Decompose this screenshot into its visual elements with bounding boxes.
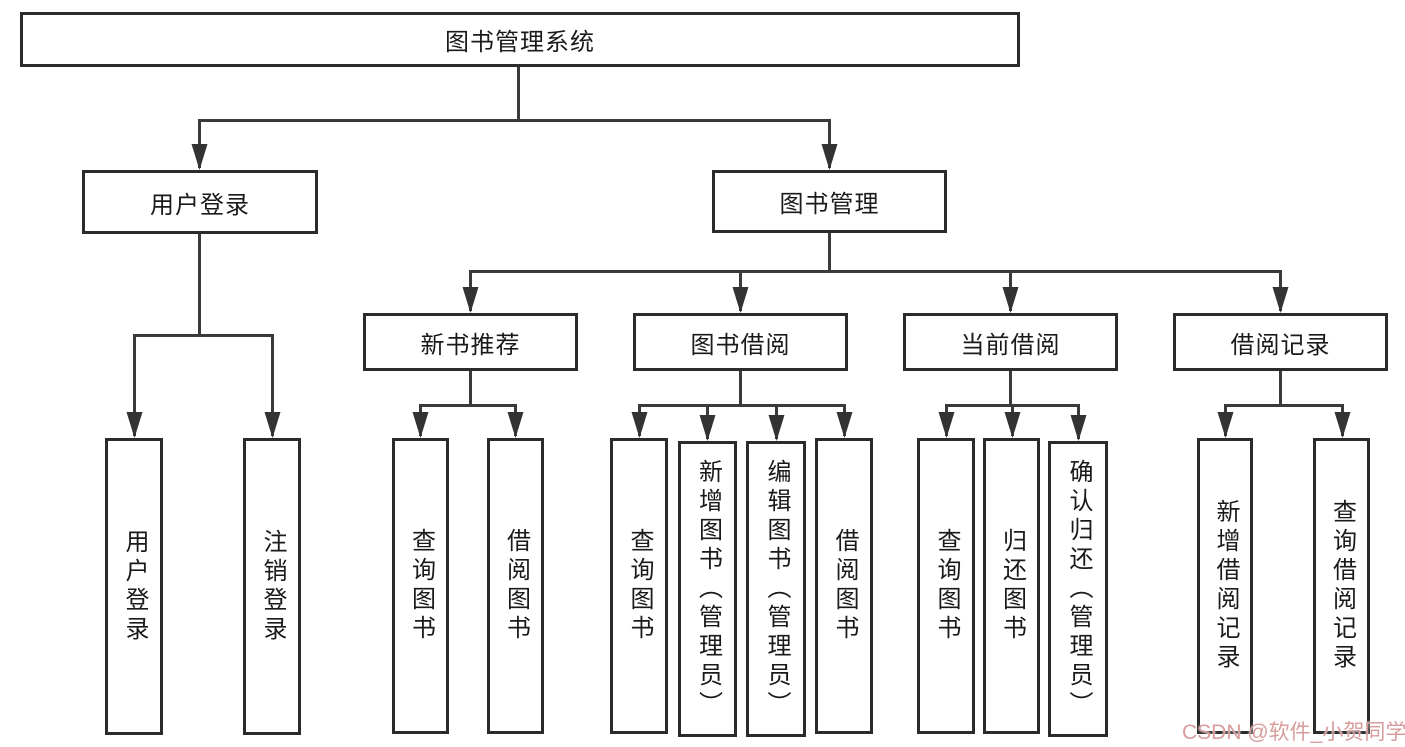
node-leaf-br-query-record-label: 查询借阅记录 [1328, 499, 1356, 673]
arrow-down-bb-add [699, 415, 716, 441]
node-borrow-records-label: 借阅记录 [1230, 331, 1331, 359]
arrow-down-book-management [821, 144, 838, 170]
node-book-management-label: 图书管理 [779, 191, 880, 218]
arrow-down-cb-return [1004, 412, 1021, 438]
arrow-down-borrow-records [1272, 287, 1289, 313]
node-leaf-bb-borrow-books-label: 借阅图书 [831, 528, 858, 644]
node-user-login: 用户登录 [82, 170, 318, 234]
node-leaf-logout: 注销登录 [243, 438, 301, 735]
arrow-down-current-borrow [1002, 287, 1019, 313]
node-book-borrow: 图书借阅 [633, 313, 848, 371]
node-user-login-label: 用户登录 [150, 191, 250, 219]
node-leaf-nbr-query-books-label: 查询图书 [407, 528, 435, 644]
node-leaf-br-add-record-label: 新增借阅记录 [1212, 499, 1239, 673]
node-leaf-bb-add-books-admin-label: 新增图书（管理员） [694, 458, 722, 720]
node-book-borrow-label: 图书借阅 [690, 331, 791, 359]
arrow-down-user-login [191, 144, 208, 170]
arrow-down-leaf-user-login [126, 412, 143, 438]
arrow-down-nbr-borrow [507, 412, 524, 438]
node-leaf-cb-return-books: 归还图书 [983, 438, 1040, 734]
csdn-watermark: CSDN @软件_小贺同学 [1182, 721, 1405, 744]
node-leaf-bb-edit-books-admin: 编辑图书（管理员） [746, 441, 806, 737]
arrow-down-leaf-logout [264, 412, 281, 438]
node-current-borrow-label: 当前借阅 [960, 331, 1061, 359]
node-leaf-cb-query-books: 查询图书 [917, 438, 975, 734]
node-new-book-recommend: 新书推荐 [363, 313, 578, 371]
arrow-down-bb-borrow [836, 412, 853, 438]
node-leaf-br-query-record: 查询借阅记录 [1313, 438, 1370, 734]
node-leaf-bb-query-books-label: 查询图书 [626, 528, 653, 644]
arrow-down-new-book-recommend [462, 287, 479, 313]
arrow-down-bb-query [631, 412, 648, 438]
node-root-system-label: 图书管理系统 [445, 29, 595, 56]
node-root-system: 图书管理系统 [20, 12, 1020, 67]
arrow-down-cb-confirm [1070, 415, 1087, 441]
node-leaf-cb-return-books-label: 归还图书 [998, 528, 1026, 644]
node-leaf-logout-label: 注销登录 [259, 528, 286, 645]
arrow-down-book-borrow [732, 287, 749, 313]
arrow-down-bb-edit [768, 415, 785, 441]
arrow-down-br-query [1334, 412, 1351, 438]
arrow-down-nbr-query [412, 412, 429, 438]
node-leaf-nbr-query-books: 查询图书 [392, 438, 449, 734]
node-leaf-cb-query-books-label: 查询图书 [933, 528, 960, 644]
node-leaf-user-login-label: 用户登录 [121, 528, 148, 645]
node-leaf-cb-confirm-return-admin: 确认归还（管理员） [1048, 441, 1108, 737]
node-leaf-nbr-borrow-books-label: 借阅图书 [502, 528, 530, 644]
node-leaf-br-add-record: 新增借阅记录 [1197, 438, 1253, 734]
node-leaf-bb-query-books: 查询图书 [610, 438, 668, 734]
arrow-down-br-add [1217, 412, 1234, 438]
node-leaf-bb-add-books-admin: 新增图书（管理员） [678, 441, 737, 737]
node-current-borrow: 当前借阅 [903, 313, 1118, 371]
arrow-down-cb-query [938, 412, 955, 438]
node-new-book-recommend-label: 新书推荐 [420, 331, 521, 359]
node-borrow-records: 借阅记录 [1173, 313, 1388, 371]
node-leaf-cb-confirm-return-admin-label: 确认归还（管理员） [1065, 458, 1092, 720]
node-leaf-bb-edit-books-admin-label: 编辑图书（管理员） [763, 458, 790, 720]
node-book-management: 图书管理 [712, 170, 947, 233]
node-leaf-nbr-borrow-books: 借阅图书 [487, 438, 544, 734]
node-leaf-bb-borrow-books: 借阅图书 [815, 438, 873, 734]
node-leaf-user-login: 用户登录 [105, 438, 163, 735]
